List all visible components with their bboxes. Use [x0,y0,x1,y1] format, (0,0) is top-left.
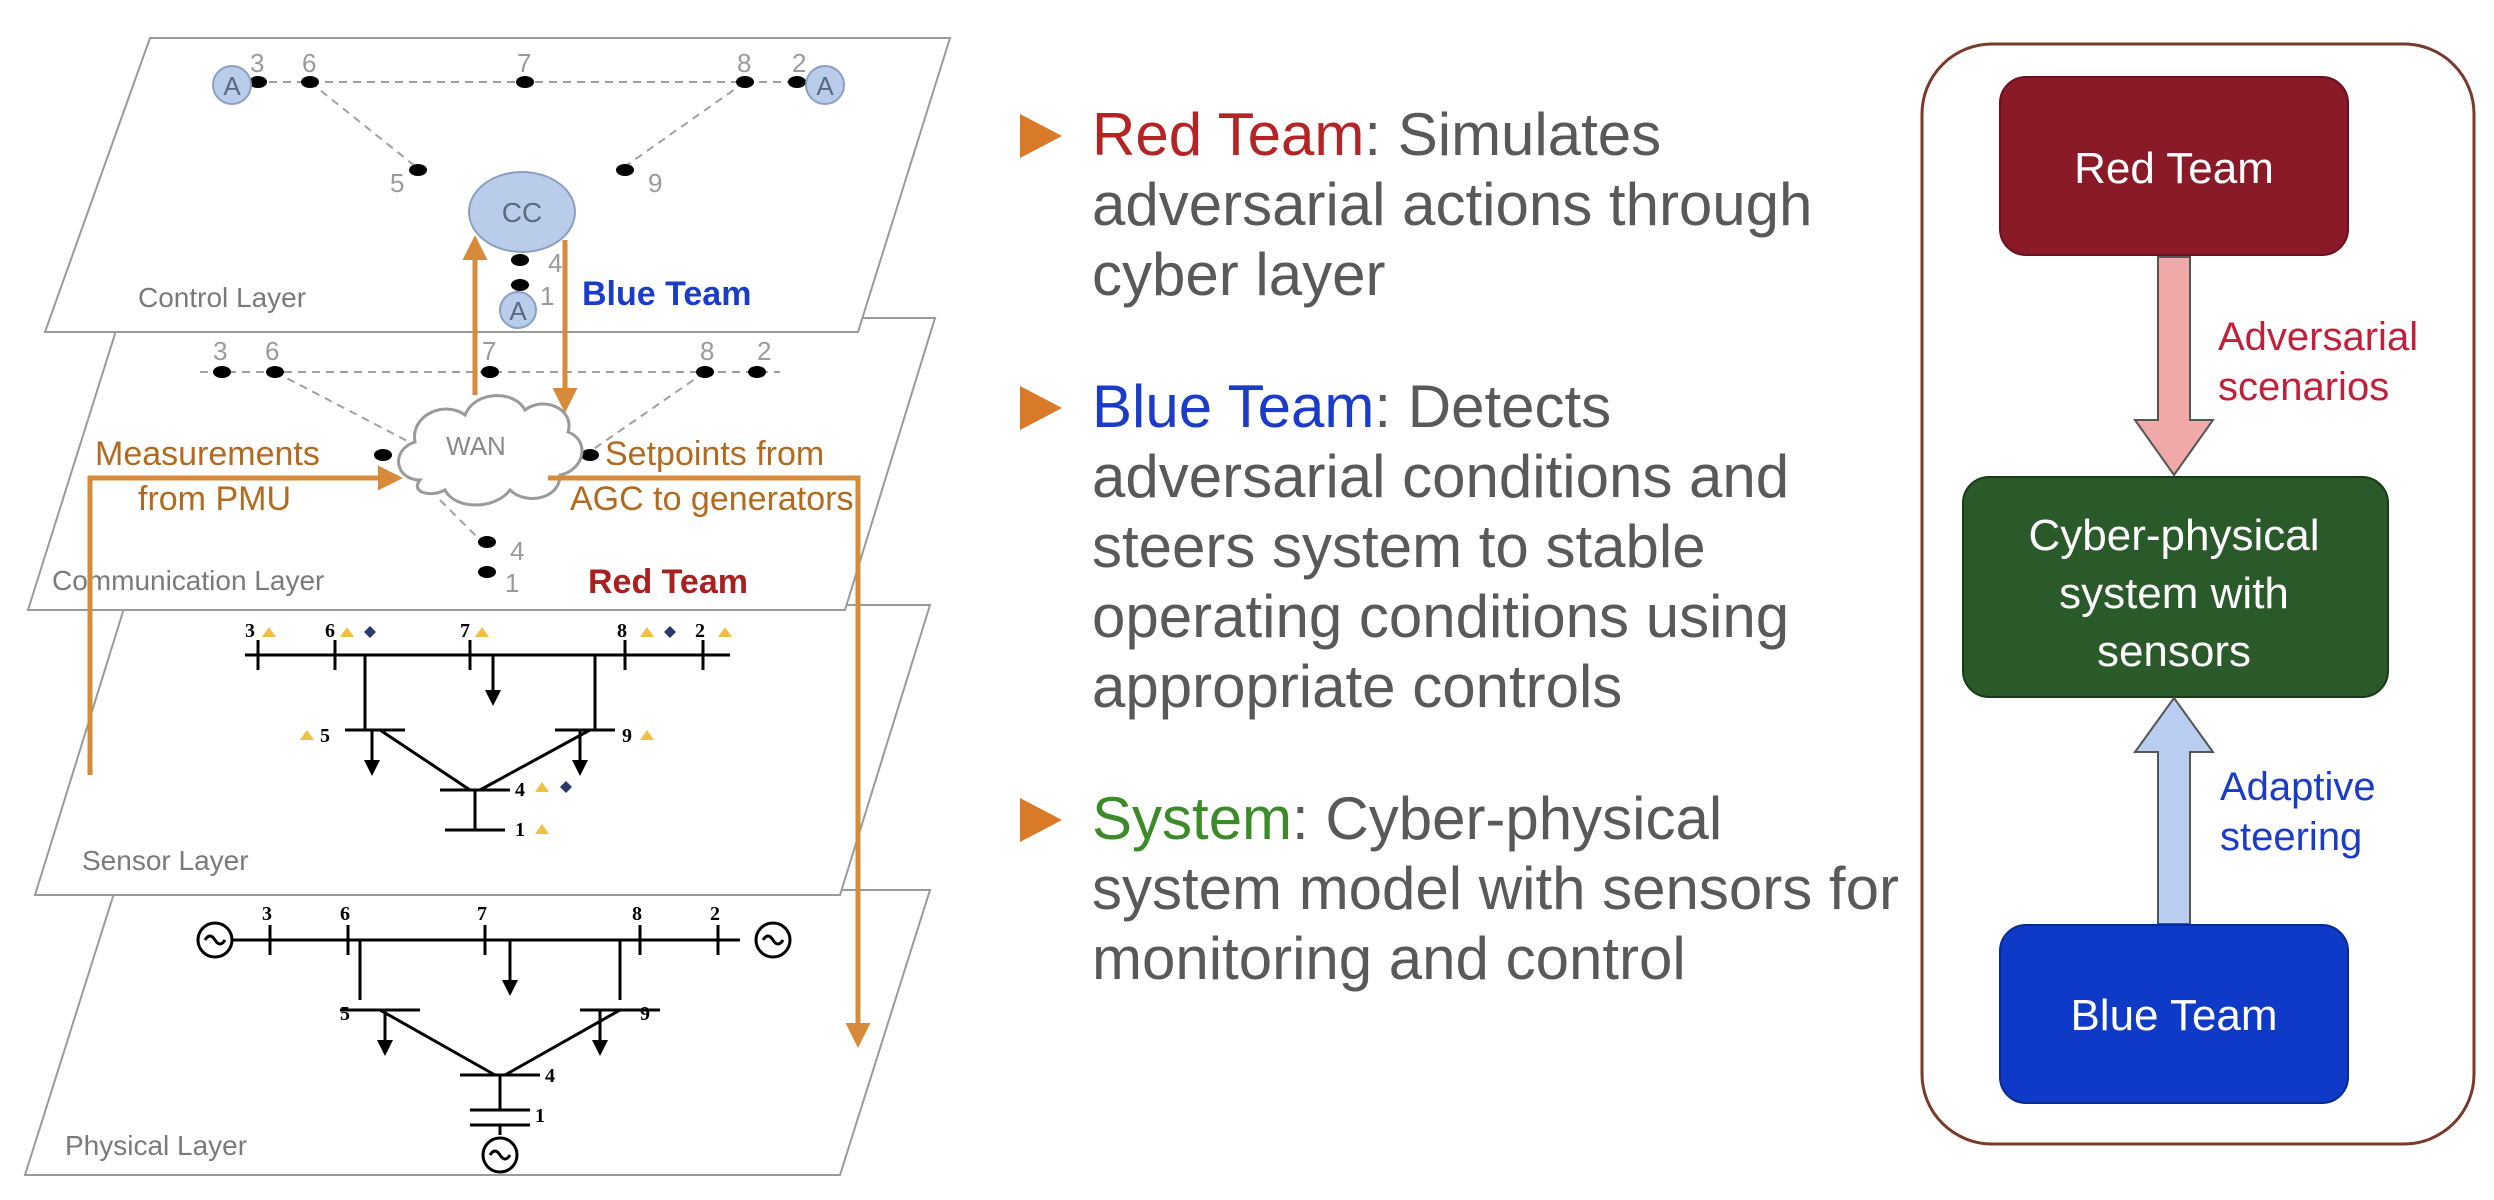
agent-bottom-label: A [509,296,527,326]
adaptive-arrow [2133,696,2215,925]
comm-node-4: 4 [510,536,524,566]
adversarial-arrow [2133,256,2215,477]
physical-layer-label: Physical Layer [65,1130,247,1161]
communication-layer-label: Communication Layer [52,565,324,596]
team-flow-diagram: Red Team Adversarial scenarios Cyber-phy… [1920,42,2476,1146]
sensor-markers [262,626,732,834]
ctrl-node-8: 8 [737,48,751,78]
bullet-red-team: Red Team: Simulates adversarial actions … [1020,100,1900,310]
adaptive-label-2: steering [2220,815,2362,859]
physical-layer: Physical Layer [23,889,932,1176]
control-layer: Control Layer 3 6 7 8 2 5 9 4 1 [43,37,952,333]
sensor-node-2: 2 [695,620,705,642]
ctrl-node-3: 3 [250,48,264,78]
phys-node-4: 4 [545,1065,555,1087]
wan-label: WAN [446,431,506,461]
measurements-label-2: from PMU [138,480,291,518]
adversarial-label-1: Adversarial [2218,315,2418,359]
phys-node-5: 5 [340,1003,350,1025]
phys-node-1: 1 [535,1105,545,1127]
team-descriptions: Red Team: Simulates adversarial actions … [1020,100,1900,1056]
bullet-blue-text: Blue Team: Detects adversarial condition… [1092,372,1900,722]
comm-node-3: 3 [213,336,227,366]
blue-team-stack-label: Blue Team [582,275,751,313]
ctrl-node-6: 6 [302,48,316,78]
phys-node-3: 3 [262,903,272,925]
sensor-node-1: 1 [515,819,525,841]
agent-left-label: A [223,71,241,101]
flow-red-team-box: Red Team [1999,76,2349,256]
flow-system-box: Cyber-physical system with sensors [1962,476,2389,698]
ctrl-node-4: 4 [548,248,562,278]
sensor-node-7: 7 [460,620,470,642]
adaptive-label-1: Adaptive [2220,765,2376,809]
ctrl-node-9: 9 [648,168,662,198]
bullet-system-desc: : Cyber-physical system model with senso… [1092,785,1899,992]
bullet-triangle-icon [1020,798,1062,842]
phys-node-2: 2 [710,903,720,925]
flow-system-label-3: sensors [2097,627,2251,676]
control-center-node: CC [468,171,576,253]
bullet-system-text: System: Cyber-physical system model with… [1092,784,1900,994]
data-flow-arrows [87,235,871,1048]
comm-node-6: 6 [265,336,279,366]
sensor-node-3: 3 [245,620,255,642]
bullet-triangle-icon [1020,386,1062,430]
bullet-triangle-icon [1020,114,1062,158]
ctrl-node-1: 1 [540,281,554,311]
setpoints-label-2: AGC to generators [570,480,853,518]
ctrl-node-7: 7 [517,48,531,78]
flow-blue-label: Blue Team [2070,991,2277,1040]
bullet-red-key: Red Team [1092,101,1365,168]
flow-red-label: Red Team [2074,144,2274,193]
comm-node-2: 2 [757,336,771,366]
bullet-system-key: System [1092,785,1293,852]
flow-system-label-1: Cyber-physical [2029,511,2320,560]
bullet-system: System: Cyber-physical system model with… [1020,784,1900,994]
ctrl-node-5: 5 [390,168,404,198]
setpoints-label-1: Setpoints from [605,435,824,473]
control-layer-label: Control Layer [138,282,306,313]
agent-node-right: A [805,65,845,105]
bullet-red-desc: : Simulates adversarial actions through … [1092,101,1813,308]
phys-node-7: 7 [477,903,487,925]
bullet-red-text: Red Team: Simulates adversarial actions … [1092,100,1900,310]
red-team-stack-label: Red Team [588,563,748,601]
sensor-node-5: 5 [320,725,330,747]
bullet-blue-team: Blue Team: Detects adversarial condition… [1020,372,1900,722]
sensor-layer-label: Sensor Layer [82,845,249,876]
comm-node-7: 7 [482,336,496,366]
sensor-node-6: 6 [325,620,335,642]
measurements-label-1: Measurements [95,435,320,473]
wan-cloud-icon: WAN [397,394,584,507]
agent-node-left: A [212,65,252,105]
communication-layer: Communication Layer 3 6 7 8 2 4 1 [26,317,937,611]
agent-node-bottom: A [499,291,537,329]
comm-node-1: 1 [505,568,519,598]
sensor-node-4: 4 [515,779,525,801]
sensor-layer: Sensor Layer 3 6 [33,604,932,896]
bullet-blue-key: Blue Team [1092,373,1375,440]
phys-node-6: 6 [340,903,350,925]
flow-system-label-2: system with [2059,569,2289,618]
agent-right-label: A [816,71,834,101]
ctrl-node-2: 2 [792,48,806,78]
sensor-node-9: 9 [622,725,632,747]
phys-node-8: 8 [632,903,642,925]
sensor-node-8: 8 [617,620,627,642]
layer-stack-diagram: Physical Layer [23,37,952,1176]
cc-label: CC [502,197,542,228]
bullet-blue-desc: : Detects adversarial conditions and ste… [1092,373,1790,720]
adversarial-label-2: scenarios [2218,365,2389,409]
phys-node-9: 9 [640,1003,650,1025]
comm-node-8: 8 [700,336,714,366]
flow-blue-team-box: Blue Team [1999,924,2349,1104]
